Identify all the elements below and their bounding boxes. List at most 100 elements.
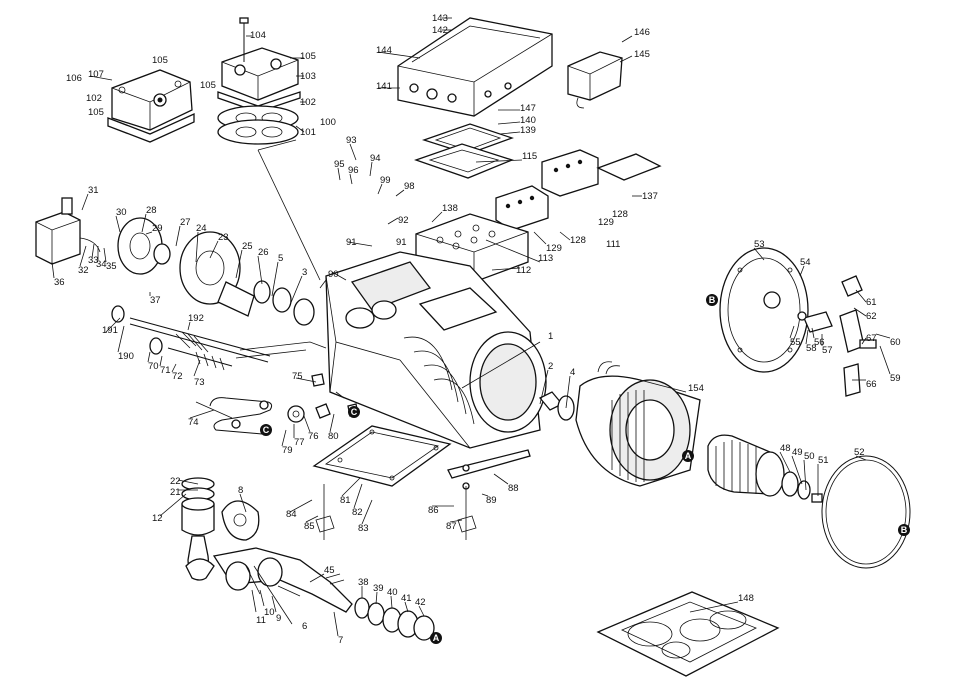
callout-21: 21: [170, 487, 181, 498]
callout-62: 62: [866, 311, 877, 322]
callout-54: 54: [800, 257, 811, 268]
bearing-bushing: [538, 391, 575, 421]
leader-line: [189, 409, 215, 419]
callout-142: 142: [432, 25, 448, 36]
callout-8: 8: [238, 485, 243, 496]
callout-48: 48: [780, 443, 791, 454]
leader-line: [493, 473, 509, 485]
leader-line: [404, 601, 409, 613]
leader-line: [329, 413, 335, 433]
callout-154: 154: [688, 383, 704, 394]
callout-11: 11: [256, 615, 266, 626]
leader-line: [147, 351, 151, 363]
callout-96: 96: [348, 165, 359, 176]
callout-107: 107: [88, 69, 104, 80]
leader-line: [855, 289, 867, 303]
callout-10: 10: [264, 607, 275, 618]
crankcase: [319, 251, 547, 449]
leader-line: [193, 359, 201, 377]
callout-28: 28: [146, 205, 157, 216]
callout-102-repeat: 102: [86, 93, 102, 104]
callout-53: 53: [754, 239, 765, 250]
callout-128: 128: [570, 235, 586, 246]
callout-9: 9: [276, 613, 281, 624]
callout-89: 89: [486, 495, 497, 506]
gasket-set: [596, 591, 780, 677]
leader-line: [753, 247, 765, 261]
leader-line: [481, 493, 489, 497]
callout-81: 81: [340, 495, 351, 506]
leader-line: [619, 55, 633, 63]
leader-line: [257, 139, 297, 151]
leader-line: [103, 247, 107, 263]
callout-92: 92: [398, 215, 409, 226]
leader-line: [341, 477, 361, 497]
leader-line: [791, 455, 803, 485]
leader-line: [559, 231, 571, 241]
marker-circle: [260, 424, 272, 436]
leader-line: [333, 611, 339, 637]
piston-assembly: [181, 477, 215, 581]
callout-41: 41: [401, 593, 412, 604]
callout-27: 27: [180, 217, 191, 228]
callout-103: 103: [300, 71, 316, 82]
leader-line: [253, 565, 293, 625]
bottom-cover: [312, 425, 452, 487]
callout-145: 145: [634, 49, 650, 60]
callout-101: 101: [300, 127, 316, 138]
callout-137: 137: [642, 191, 658, 202]
leader-line: [309, 573, 325, 583]
marker-b: B: [898, 524, 910, 536]
callout-1: 1: [548, 331, 553, 342]
leader-line: [259, 589, 265, 607]
leader-line: [289, 499, 313, 513]
callout-25: 25: [242, 241, 253, 252]
callout-141: 141: [376, 81, 392, 92]
callout-29: 29: [152, 223, 163, 234]
callout-83: 83: [358, 523, 369, 534]
callout-33: 33: [88, 255, 99, 266]
leader-line: [141, 213, 147, 233]
callout-85: 85: [304, 521, 315, 532]
leader-line: [271, 261, 279, 297]
marker-circle: [430, 632, 442, 644]
callout-12: 12: [152, 513, 163, 524]
leader-line: [187, 321, 191, 331]
cylinder-head-right: [217, 17, 301, 145]
leader-line: [377, 183, 383, 195]
callout-39: 39: [373, 583, 384, 594]
leader-line: [81, 193, 89, 211]
callout-5: 5: [278, 253, 283, 264]
leader-line: [689, 601, 739, 613]
callout-93: 93: [346, 135, 357, 146]
leader-line: [349, 173, 353, 185]
callout-51: 51: [818, 455, 829, 466]
terminal-box: [397, 17, 553, 179]
heater-rod: [315, 449, 531, 540]
marker-letter: B: [709, 295, 716, 305]
callout-6: 6: [302, 621, 307, 632]
callout-140: 140: [520, 115, 536, 126]
leader-line: [175, 225, 181, 247]
callout-94: 94: [370, 153, 381, 164]
marker-a: A: [430, 632, 442, 644]
callout-190: 190: [118, 351, 134, 362]
callout-113: 113: [538, 253, 553, 264]
leader-line: [395, 189, 405, 197]
callout-37: 37: [150, 295, 161, 306]
callout-139: 139: [520, 125, 536, 136]
callout-66: 66: [866, 379, 877, 390]
callout-143: 143: [432, 13, 448, 24]
callout-147: 147: [520, 103, 536, 114]
callout-105-repeat: 105: [88, 107, 104, 118]
callout-40: 40: [387, 587, 398, 598]
callout-144: 144: [376, 45, 392, 56]
leader-line: [539, 369, 549, 405]
leader-line: [375, 591, 378, 605]
crankshaft-rings: [354, 597, 435, 641]
leader-lines: [51, 17, 891, 637]
callout-87: 87: [446, 521, 457, 532]
callout-84: 84: [286, 509, 297, 520]
leader-line: [159, 355, 163, 367]
callout-60: 60: [890, 337, 901, 348]
